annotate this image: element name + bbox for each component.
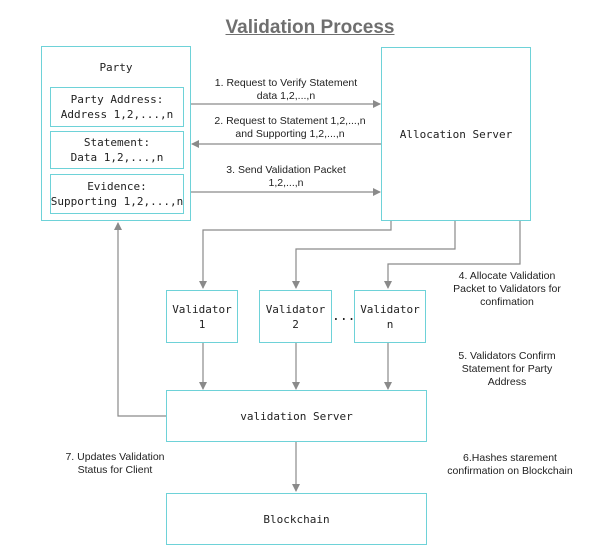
step-4-line-1: 4. Allocate Validation	[458, 270, 556, 282]
validator-1-box: Validator 1	[166, 290, 238, 343]
step-1-label: 1. Request to Verify Statement data 1,2,…	[195, 77, 377, 103]
step-1-line-2: data 1,2,...,n	[256, 90, 316, 102]
step-7-line-2: Status for Client	[77, 464, 153, 476]
party-address-value: Address 1,2,...,n	[60, 108, 174, 121]
validator-n-index: n	[386, 317, 394, 331]
step-6-line-1: 6.Hashes starement	[463, 452, 557, 464]
party-statement-box: Statement: Data 1,2,...,n	[50, 131, 184, 169]
party-evidence-value: Supporting 1,2,...,n	[50, 195, 184, 208]
party-statement-label: Statement:	[83, 136, 151, 149]
party-evidence-label: Evidence:	[87, 180, 147, 193]
arrow-vs-to-party	[114, 222, 166, 417]
step-2-line-1: 2. Request to Statement 1,2,...,n	[214, 115, 366, 127]
step-1-line-1: 1. Request to Verify Statement	[214, 77, 358, 89]
step-6-line-2: confirmation on Blockchain	[447, 465, 573, 477]
party-address-box: Party Address: Address 1,2,...,n	[50, 87, 184, 127]
party-box: Party Party Address: Address 1,2,...,n S…	[41, 46, 191, 221]
step-5-line-2: Statement for Party	[461, 363, 553, 375]
arrow-alloc-to-vn	[384, 221, 521, 289]
validator-1-index: 1	[198, 317, 206, 331]
validator-2-index: 2	[292, 317, 299, 331]
validator-n-box: Validator n	[354, 290, 426, 343]
blockchain-box: Blockchain	[166, 493, 427, 545]
step-4-label: 4. Allocate Validation Packet to Validat…	[432, 270, 582, 309]
step-2-line-2: and Supporting 1,2,...,n	[235, 128, 345, 140]
validation-server-label: validation Server	[240, 409, 353, 423]
step-7-line-1: 7. Updates Validation	[65, 451, 165, 463]
validator-1-label: Validator	[172, 302, 232, 316]
step-3-label: 3. Send Validation Packet 1,2,...,n	[195, 164, 377, 190]
step-3-line-1: 3. Send Validation Packet	[226, 164, 346, 176]
validators-ellipsis: ...	[332, 309, 356, 324]
validator-2-box: Validator 2	[259, 290, 332, 343]
step-3-line-2: 1,2,...,n	[268, 177, 304, 189]
step-4-line-2: Packet to Validators for	[453, 283, 561, 295]
arrow-alloc-to-v1	[199, 221, 392, 289]
arrow-alloc-to-v2	[292, 221, 456, 289]
validator-2-label: Validator	[265, 302, 326, 316]
blockchain-label: Blockchain	[263, 512, 330, 526]
party-statement-value: Data 1,2,...,n	[70, 151, 164, 164]
step-5-line-3: Address	[487, 376, 527, 388]
diagram-title: Validation Process	[225, 17, 395, 38]
step-4-line-3: confimation	[480, 296, 534, 308]
validator-n-label: Validator	[360, 302, 420, 316]
party-evidence-box: Evidence: Supporting 1,2,...,n	[50, 174, 184, 214]
validation-server-box: validation Server	[166, 390, 427, 442]
party-title: Party	[99, 61, 133, 74]
step-6-label: 6.Hashes starement confirmation on Block…	[435, 452, 585, 478]
allocation-server-label: Allocation Server	[399, 127, 513, 141]
step-5-label: 5. Validators Confirm Statement for Part…	[432, 350, 582, 389]
step-5-line-1: 5. Validators Confirm	[458, 350, 556, 362]
step-2-label: 2. Request to Statement 1,2,...,n and Su…	[195, 115, 385, 141]
party-address-label: Party Address:	[70, 93, 164, 106]
allocation-server-box: Allocation Server	[381, 47, 531, 221]
step-7-label: 7. Updates Validation Status for Client	[55, 451, 175, 477]
